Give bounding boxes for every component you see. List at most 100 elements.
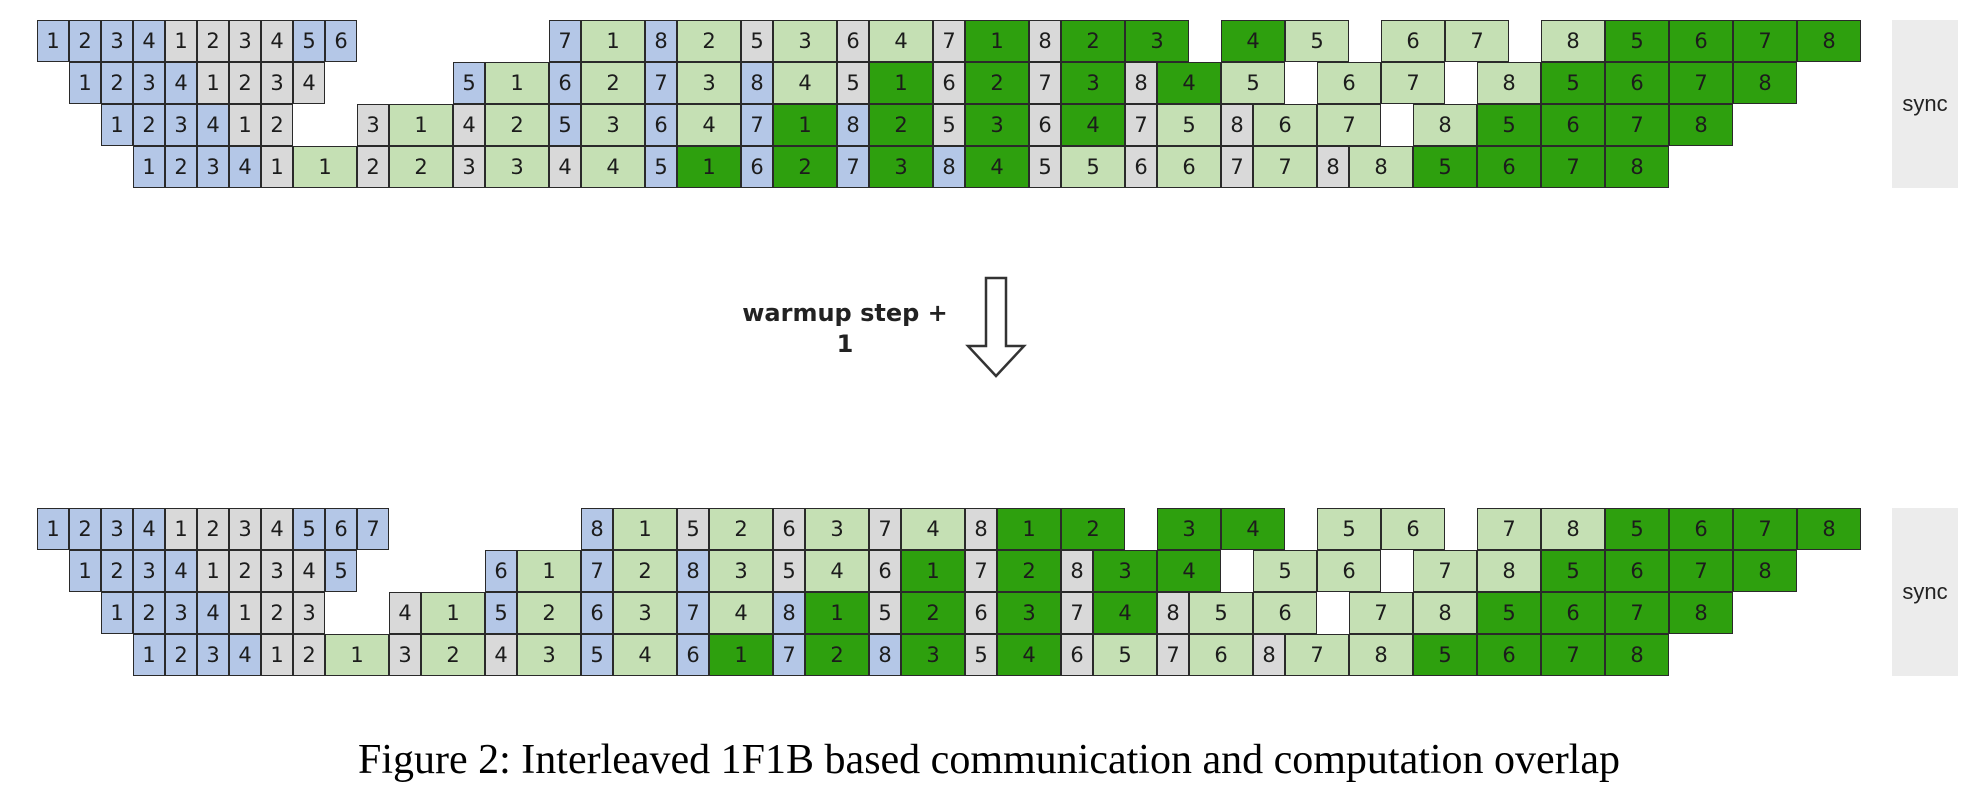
comm-block: 1 [261,634,293,676]
comm-block: 3 [261,62,293,104]
light-compute-block: 7 [1317,104,1381,146]
light-compute-block: 7 [1381,62,1445,104]
comm-block: 8 [1253,634,1285,676]
dark-compute-block: 3 [997,592,1061,634]
dark-compute-block: 2 [997,550,1061,592]
light-compute-block: 7 [1413,550,1477,592]
dark-compute-block: 6 [1477,634,1541,676]
light-compute-block: 5 [1285,20,1349,62]
dark-compute-block: 6 [1605,550,1669,592]
light-compute-block: 8 [1541,508,1605,550]
sync-box-top: sync [1892,20,1958,188]
forward-block: 3 [101,20,133,62]
forward-block: 7 [773,634,805,676]
light-compute-block: 8 [1477,62,1541,104]
comm-block: 7 [965,550,997,592]
comm-block: 6 [965,592,997,634]
forward-block: 4 [229,146,261,188]
comm-block: 2 [229,62,261,104]
light-compute-block: 1 [581,20,645,62]
light-compute-block: 1 [485,62,549,104]
dark-compute-block: 3 [965,104,1029,146]
forward-block: 4 [197,104,229,146]
forward-block: 8 [933,146,965,188]
comm-block: 5 [837,62,869,104]
comm-block: 8 [1061,550,1093,592]
light-compute-block: 3 [485,146,549,188]
light-compute-block: 2 [421,634,485,676]
forward-block: 5 [293,508,325,550]
light-compute-block: 5 [1061,146,1125,188]
light-compute-block: 5 [1189,592,1253,634]
dark-compute-block: 4 [1093,592,1157,634]
light-compute-block: 3 [709,550,773,592]
forward-block: 3 [133,62,165,104]
light-compute-block: 4 [773,62,837,104]
light-compute-block: 8 [1349,146,1413,188]
comm-block: 6 [773,508,805,550]
dark-compute-block: 4 [997,634,1061,676]
forward-block: 7 [677,592,709,634]
light-compute-block: 7 [1285,634,1349,676]
light-compute-block: 7 [1445,20,1509,62]
light-compute-block: 7 [1349,592,1413,634]
forward-block: 4 [165,62,197,104]
forward-block: 7 [645,62,677,104]
light-compute-block: 1 [517,550,581,592]
light-compute-block: 5 [1157,104,1221,146]
dark-compute-block: 8 [1605,634,1669,676]
forward-block: 8 [773,592,805,634]
comm-block: 1 [197,62,229,104]
forward-block: 2 [101,550,133,592]
comm-block: 1 [165,508,197,550]
comm-block: 5 [1029,146,1061,188]
dark-compute-block: 5 [1541,62,1605,104]
light-compute-block: 4 [581,146,645,188]
light-compute-block: 4 [869,20,933,62]
comm-block: 4 [261,508,293,550]
dark-compute-block: 7 [1733,20,1797,62]
forward-block: 1 [133,634,165,676]
light-compute-block: 8 [1541,20,1605,62]
light-compute-block: 2 [581,62,645,104]
comm-block: 4 [293,550,325,592]
light-compute-block: 3 [517,634,581,676]
dark-compute-block: 7 [1669,62,1733,104]
comm-block: 4 [261,20,293,62]
light-compute-block: 4 [613,634,677,676]
comm-block: 5 [741,20,773,62]
dark-compute-block: 8 [1797,20,1861,62]
dark-compute-block: 8 [1605,146,1669,188]
forward-block: 7 [357,508,389,550]
forward-block: 5 [453,62,485,104]
dark-compute-block: 5 [1477,104,1541,146]
light-compute-block: 3 [773,20,837,62]
forward-block: 1 [101,104,133,146]
forward-block: 5 [645,146,677,188]
light-compute-block: 2 [613,550,677,592]
dark-compute-block: 7 [1541,146,1605,188]
forward-block: 5 [325,550,357,592]
dark-compute-block: 8 [1733,62,1797,104]
forward-block: 3 [101,508,133,550]
light-compute-block: 5 [1093,634,1157,676]
comm-block: 6 [1125,146,1157,188]
light-compute-block: 1 [293,146,357,188]
dark-compute-block: 2 [901,592,965,634]
dark-compute-block: 4 [1157,550,1221,592]
forward-block: 8 [677,550,709,592]
forward-block: 4 [197,592,229,634]
forward-block: 5 [581,634,613,676]
light-compute-block: 1 [389,104,453,146]
dark-compute-block: 2 [1061,20,1125,62]
comm-block: 6 [1061,634,1093,676]
forward-block: 2 [69,508,101,550]
comm-block: 4 [453,104,485,146]
comm-block: 1 [229,104,261,146]
dark-compute-block: 3 [869,146,933,188]
comm-block: 8 [1029,20,1061,62]
comm-block: 7 [1029,62,1061,104]
light-compute-block: 4 [901,508,965,550]
dark-compute-block: 8 [1669,592,1733,634]
comm-block: 4 [549,146,581,188]
